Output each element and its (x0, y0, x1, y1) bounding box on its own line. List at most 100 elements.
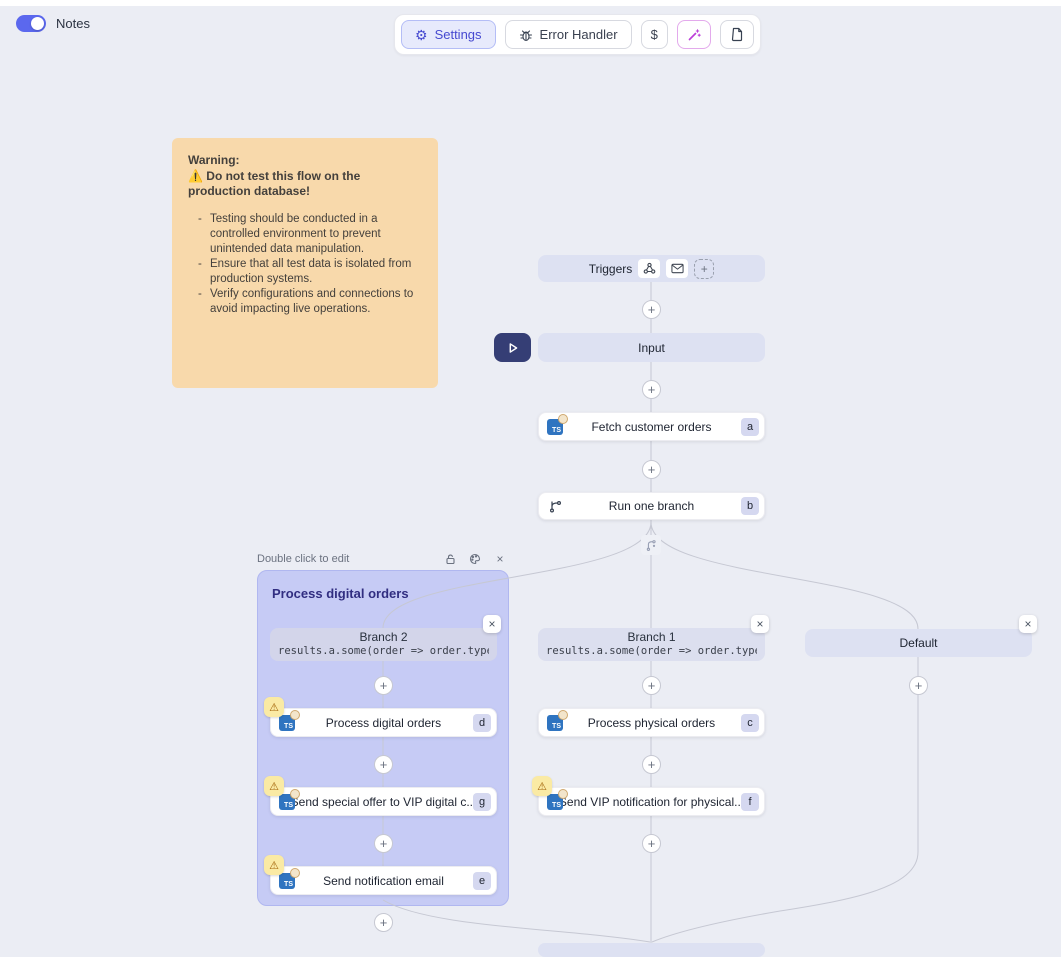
step-label: Process digital orders (325, 715, 442, 730)
input-label: Input (638, 340, 665, 355)
step-node-process-physical-orders[interactable]: TS Process physical orders c (538, 708, 765, 737)
ai-wand-button[interactable] (676, 20, 711, 49)
webhook-trigger-icon[interactable] (638, 259, 661, 278)
palette-icon[interactable] (466, 551, 484, 566)
bun-runtime-icon (558, 413, 568, 424)
window-top-edge (0, 0, 1061, 6)
branch-split-icon[interactable] (641, 535, 661, 555)
step-node-run-one-branch[interactable]: Run one branch b (538, 492, 765, 520)
add-step-button[interactable]: + (374, 913, 393, 932)
branch2-expression: results.a.some(order => order.type (278, 645, 489, 657)
step-node-fetch-customer-orders[interactable]: TS Fetch customer orders a (538, 412, 765, 441)
triggers-node[interactable]: Triggers + (538, 255, 765, 282)
notes-toggle-row: Notes (16, 15, 90, 32)
bun-runtime-icon (290, 788, 300, 799)
add-step-button[interactable]: + (642, 755, 661, 774)
step-node-send-notification-email[interactable]: ⚠ TS Send notification email e (264, 855, 497, 895)
step-id-badge: b (741, 497, 759, 515)
note-bullet: Verify configurations and connections to… (188, 287, 422, 317)
step-id-badge: e (473, 871, 491, 890)
step-node-send-special-offer[interactable]: ⚠ TS Send special offer to VIP digital c… (264, 776, 497, 816)
step-node-send-vip-notification[interactable]: ⚠ TS Send VIP notification for physical.… (532, 776, 765, 816)
group-title: Process digital orders (272, 586, 409, 601)
typescript-icon: TS (279, 788, 300, 810)
step-label: Send notification email (323, 873, 444, 888)
remove-branch-button[interactable]: × (751, 615, 769, 633)
step-id-badge: g (473, 792, 491, 811)
branch-icon (548, 499, 562, 513)
error-handler-button[interactable]: Error Handler (504, 20, 632, 49)
add-step-button[interactable]: + (374, 834, 393, 853)
group-edit-hint: Double click to edit (257, 552, 350, 565)
step-label: Send special offer to VIP digital c... (290, 794, 477, 809)
triggers-label: Triggers (588, 261, 633, 276)
play-icon (509, 342, 517, 353)
branch2-title: Branch 2 (359, 630, 408, 644)
default-branch-label: Default (899, 636, 938, 650)
dollar-button[interactable]: $ (640, 20, 668, 49)
warning-icon: ⚠ (264, 776, 284, 796)
step-label: Run one branch (608, 499, 695, 513)
add-step-button[interactable]: + (642, 300, 661, 319)
step-id-badge: f (741, 792, 759, 811)
notes-label: Notes (56, 16, 90, 31)
bun-runtime-icon (558, 788, 568, 799)
settings-label: Settings (434, 27, 482, 42)
add-step-button[interactable]: + (642, 834, 661, 853)
unlock-icon[interactable] (441, 551, 459, 566)
warning-note[interactable]: Warning: ⚠️ Do not test this flow on the… (172, 138, 438, 388)
settings-button[interactable]: ⚙ Settings (401, 20, 496, 49)
bun-runtime-icon (290, 867, 300, 878)
step-id-badge: a (741, 417, 759, 436)
step-id-badge: c (741, 713, 759, 732)
note-bullet: Testing should be conducted in a control… (188, 212, 422, 257)
document-button[interactable] (719, 20, 754, 49)
error-handler-label: Error Handler (539, 27, 618, 42)
branch2-header[interactable]: Branch 2 results.a.some(order => order.t… (270, 615, 501, 661)
branch1-expression: results.a.some(order => order.type (546, 645, 757, 657)
typescript-icon: TS (279, 709, 300, 731)
typescript-icon: TS (547, 709, 568, 731)
note-alert: ⚠️ Do not test this flow on the producti… (188, 168, 361, 199)
note-bullet-list: Testing should be conducted in a control… (188, 212, 422, 317)
email-trigger-icon[interactable] (666, 259, 689, 278)
flow-toolbar: ⚙ Settings Error Handler $ (394, 14, 761, 55)
toggle-knob (31, 17, 44, 30)
add-step-button[interactable]: + (374, 676, 393, 695)
add-step-button[interactable]: + (374, 755, 393, 774)
warning-icon: ⚠ (264, 855, 284, 875)
bun-runtime-icon (558, 709, 568, 720)
remove-branch-button[interactable]: × (483, 615, 501, 633)
step-label: Send VIP notification for physical... (558, 794, 745, 809)
add-step-button[interactable]: + (909, 676, 928, 695)
bun-runtime-icon (290, 709, 300, 720)
group-close-icon[interactable]: × (496, 551, 504, 566)
branch-group-process-digital-orders[interactable]: Process digital orders (257, 570, 509, 906)
typescript-icon: TS (279, 867, 300, 889)
notes-toggle[interactable] (16, 15, 46, 32)
branch1-title: Branch 1 (627, 630, 676, 644)
magic-wand-icon (687, 28, 701, 42)
default-branch-header[interactable]: Default × (805, 615, 1037, 657)
add-step-button[interactable]: + (642, 460, 661, 479)
flow-node-bottom[interactable] (538, 943, 765, 957)
typescript-icon: TS (547, 413, 568, 435)
gear-icon: ⚙ (415, 26, 428, 43)
remove-branch-button[interactable]: × (1019, 615, 1037, 633)
document-icon (730, 27, 744, 42)
run-flow-button[interactable] (494, 333, 531, 362)
step-node-process-digital-orders[interactable]: ⚠ TS Process digital orders d (264, 697, 497, 737)
add-step-button[interactable]: + (642, 380, 661, 399)
add-trigger-button[interactable]: + (694, 258, 715, 279)
dollar-icon: $ (650, 27, 658, 42)
input-node[interactable]: Input (538, 333, 765, 362)
add-step-button[interactable]: + (642, 676, 661, 695)
warning-icon: ⚠ (532, 776, 552, 796)
typescript-icon: TS (547, 788, 568, 810)
step-label: Process physical orders (587, 715, 716, 730)
note-bullet: Ensure that all test data is isolated fr… (188, 257, 422, 287)
branch1-header[interactable]: Branch 1 results.a.some(order => order.t… (538, 615, 769, 661)
note-title: Warning: (188, 153, 240, 167)
group-hint-row: Double click to edit × (257, 551, 509, 566)
